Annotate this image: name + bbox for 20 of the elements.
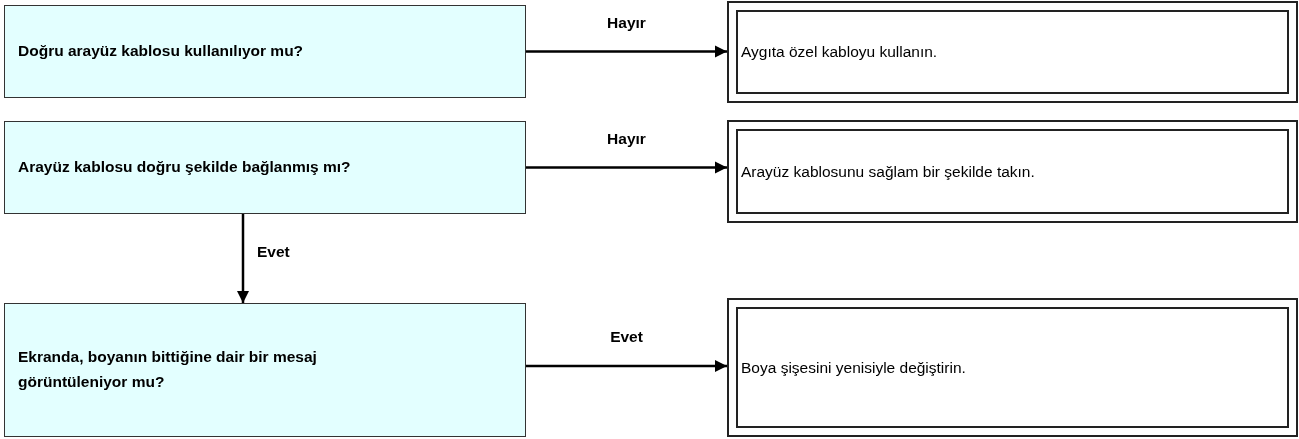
box-text: Doğru arayüz kablosu kullanılıyor mu? <box>18 41 304 62</box>
question-box <box>4 5 526 98</box>
edge-label: Evet <box>610 328 643 346</box>
box-text: Arayüz kablosunu sağlam bir şekilde takın. <box>741 162 1035 181</box>
edge-label: Evet <box>257 242 290 261</box>
arrow <box>526 45 727 58</box>
box-text: Aygıta özel kabloyu kullanın. <box>741 43 938 61</box>
edge-label: Hayır <box>607 129 646 148</box>
action-box <box>727 298 1298 437</box>
box-text: Ekranda, boyanın bittiğine dair bir mesaj görüntüleniyor mu? <box>18 347 318 392</box>
box-text: Arayüz kablosu doğru şekilde bağlanmış mı? <box>18 157 351 178</box>
action-box <box>727 120 1298 223</box>
edge-label: Hayır <box>607 13 646 32</box>
question-box <box>4 121 526 214</box>
box-text: Boya şişesini yenisiyle değiştirin. <box>741 358 966 377</box>
question-box <box>4 303 526 437</box>
arrow <box>526 359 727 373</box>
action-box <box>727 1 1298 103</box>
arrow <box>236 214 250 303</box>
arrow <box>526 161 727 174</box>
